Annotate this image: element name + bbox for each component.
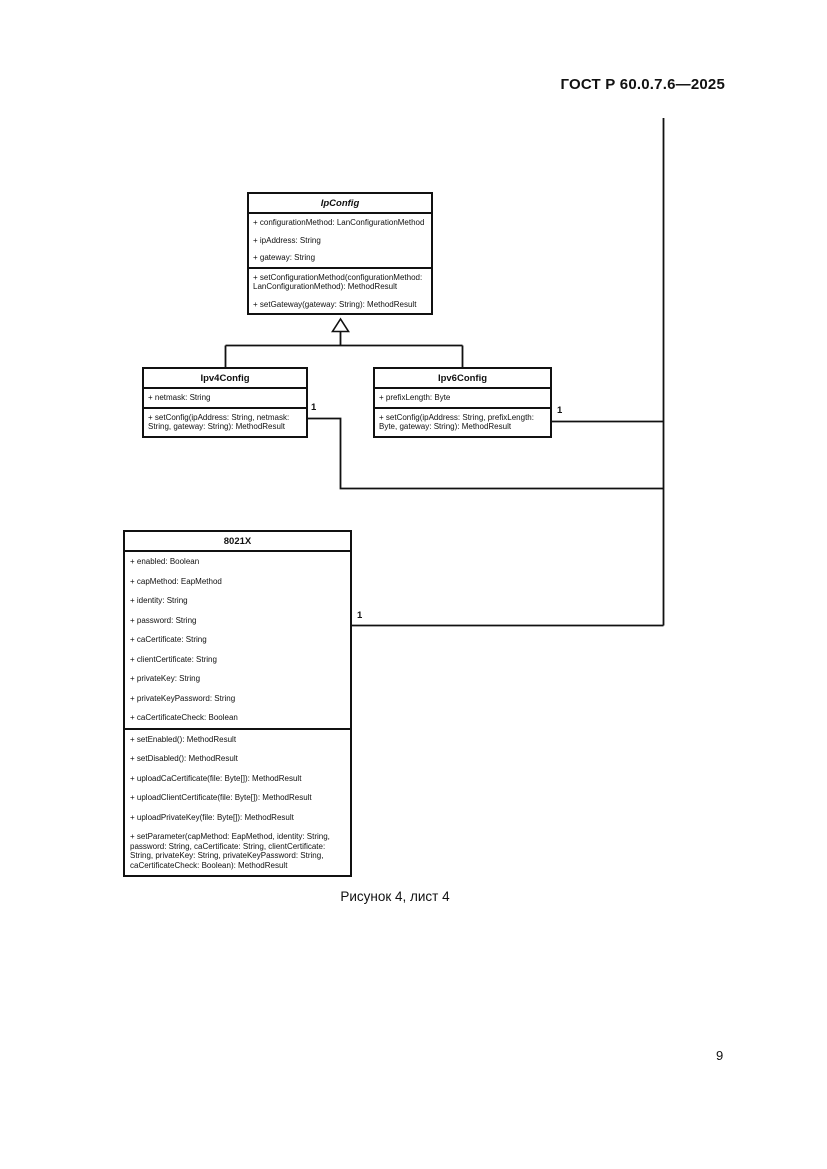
page-number: 9 xyxy=(716,1048,724,1063)
figure-caption: Рисунок 4, лист 4 xyxy=(340,889,450,904)
attribute: + capMethod: EapMethod xyxy=(130,576,222,586)
multiplicity-label-8021x: 1 xyxy=(357,610,363,621)
attributes-compartment: + prefixLength: Byte xyxy=(375,389,550,409)
method: + setDisabled(): MethodResult xyxy=(130,754,238,763)
attribute: + privateKey: String xyxy=(130,674,201,683)
attribute: + password: String xyxy=(130,615,197,625)
multiplicity-label-ipv6: 1 xyxy=(557,405,563,416)
method: + setGateway(gateway: String): MethodRes… xyxy=(253,299,417,309)
attribute: + caCertificate: String xyxy=(130,635,207,644)
method: + setParameter(capMethod: EapMethod, ide… xyxy=(130,832,330,870)
method: + setConfig(ipAddress: String, prefixLen… xyxy=(379,412,534,432)
class-name: IpConfig xyxy=(249,194,431,214)
class-name: Ipv6Config xyxy=(375,369,550,389)
attribute: + privateKeyPassword: String xyxy=(130,693,236,703)
methods-compartment: + setConfigurationMethod(configurationMe… xyxy=(249,269,431,314)
methods-compartment: + setEnabled(): MethodResult + setDisabl… xyxy=(125,730,350,876)
class-name: 8021X xyxy=(125,532,350,552)
methods-compartment: + setConfig(ipAddress: String, prefixLen… xyxy=(375,409,550,436)
method: + setConfigurationMethod(configurationMe… xyxy=(253,272,423,292)
multiplicity-label-ipv4: 1 xyxy=(311,402,317,413)
attributes-compartment: + enabled: Boolean + capMethod: EapMetho… xyxy=(125,552,350,730)
attribute: + clientCertificate: String xyxy=(130,654,217,664)
method: + setEnabled(): MethodResult xyxy=(130,734,237,744)
attribute: + ipAddress: String xyxy=(253,235,321,245)
attribute: + configurationMethod: LanConfigurationM… xyxy=(253,218,425,227)
document-code: ГОСТ Р 60.0.7.6—2025 xyxy=(560,76,725,93)
ipv4-association-line xyxy=(308,417,664,490)
class-box-8021x: 8021X + enabled: Boolean + capMethod: Ea… xyxy=(123,530,352,877)
class-box-ipconfig: IpConfig + configurationMethod: LanConfi… xyxy=(247,192,433,315)
method: + uploadClientCertificate(file: Byte[]):… xyxy=(130,793,312,802)
attributes-compartment: + configurationMethod: LanConfigurationM… xyxy=(249,214,431,269)
class-name: Ipv4Config xyxy=(144,369,306,389)
attribute: + gateway: String xyxy=(253,253,316,262)
generalization-lines xyxy=(224,331,464,367)
method: + uploadCaCertificate(file: Byte[]): Met… xyxy=(130,773,302,783)
attribute: + identity: String xyxy=(130,596,188,605)
attribute: + netmask: String xyxy=(148,393,211,402)
attribute: + enabled: Boolean xyxy=(130,557,200,566)
methods-compartment: + setConfig(ipAddress: String, netmask: … xyxy=(144,409,306,436)
method: + uploadPrivateKey(file: Byte[]): Method… xyxy=(130,812,294,822)
attribute: + prefixLength: Byte xyxy=(379,393,451,402)
generalization-arrowhead-icon xyxy=(331,317,350,333)
attributes-compartment: + netmask: String xyxy=(144,389,306,409)
class-box-ipv4config: Ipv4Config + netmask: String + setConfig… xyxy=(142,367,308,438)
method: + setConfig(ipAddress: String, netmask: … xyxy=(148,412,290,432)
class-box-ipv6config: Ipv6Config + prefixLength: Byte + setCon… xyxy=(373,367,552,438)
attribute: + caCertificateCheck: Boolean xyxy=(130,713,238,722)
